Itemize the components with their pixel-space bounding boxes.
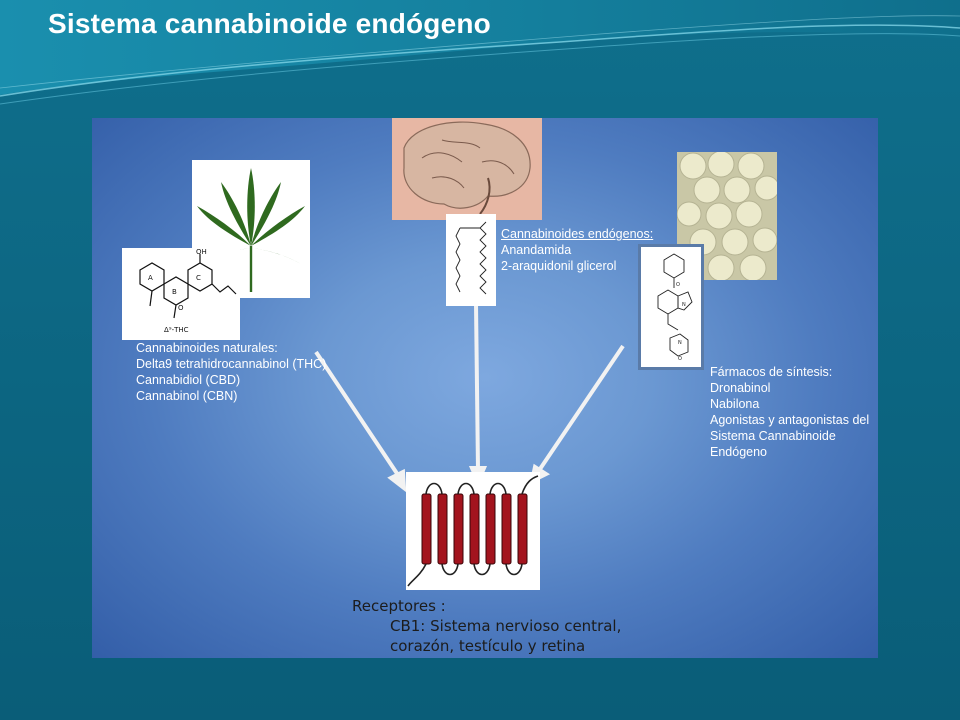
svg-text:C: C: [196, 274, 201, 282]
svg-text:O: O: [178, 304, 184, 312]
synthetic-drug-item: Dronabinol: [710, 381, 771, 395]
receptor-line: CB1: Sistema nervioso central,: [390, 617, 622, 635]
endogenous-cannabinoid-item: 2-araquidonil glicerol: [501, 259, 617, 273]
anandamide-structure-image: [446, 214, 496, 306]
thc-structure-image: A B C OH O Δ⁹-THC: [122, 248, 240, 340]
brain-image: [392, 118, 542, 220]
endogenous-cannabinoids-heading: Cannabinoides endógenos:: [501, 227, 654, 241]
synthetic-drug-structure-image: O N N O: [638, 244, 704, 370]
synthetic-drugs-heading: Fármacos de síntesis:: [710, 365, 833, 379]
endogenous-cannabinoids-text: Cannabinoides endógenos: Anandamida 2-ar…: [501, 226, 653, 274]
svg-text:N: N: [682, 302, 686, 308]
receptors-heading: Receptores :: [352, 597, 446, 615]
receptors-text: Receptores : CB1: Sistema nervioso centr…: [352, 596, 621, 656]
synthetic-drugs-text: Fármacos de síntesis: Dronabinol Nabilon…: [710, 364, 869, 460]
endogenous-cannabinoid-item: Anandamida: [501, 243, 572, 257]
pills-image: [677, 152, 777, 280]
receptor-line: corazón, testículo y retina: [390, 637, 586, 655]
slide-title: Sistema cannabinoide endógeno: [48, 8, 491, 39]
natural-cannabinoids-heading: Cannabinoides naturales:: [136, 341, 278, 355]
synthetic-drug-item: Endógeno: [710, 445, 768, 459]
svg-text:A: A: [148, 274, 153, 282]
svg-text:O: O: [678, 356, 682, 362]
arrow-center: [468, 303, 488, 488]
cannabis-leaf-image: [192, 160, 310, 298]
natural-cannabinoids-text: Cannabinoides naturales: Delta9 tetrahid…: [136, 340, 326, 404]
arrow-left: [314, 350, 407, 493]
synthetic-drug-item: Nabilona: [710, 397, 760, 411]
synthetic-drug-item: Sistema Cannabinoide: [710, 429, 836, 443]
natural-cannabinoid-item: Cannabidiol (CBD): [136, 373, 241, 387]
svg-text:B: B: [172, 288, 177, 296]
svg-text:N: N: [678, 340, 682, 346]
svg-text:OH: OH: [196, 248, 207, 256]
synthetic-drug-item: Agonistas y antagonistas del: [710, 413, 870, 427]
arrow-right: [529, 344, 625, 485]
thc-structure-label: Δ⁹-THC: [164, 326, 189, 334]
cb1-receptor-image: [406, 472, 540, 590]
svg-text:O: O: [676, 282, 680, 288]
natural-cannabinoid-item: Delta9 tetrahidrocannabinol (THC): [136, 357, 327, 371]
cannabinoid-system-figure: A B C OH O Δ⁹-THC: [92, 118, 878, 658]
natural-cannabinoid-item: Cannabinol (CBN): [136, 389, 238, 403]
